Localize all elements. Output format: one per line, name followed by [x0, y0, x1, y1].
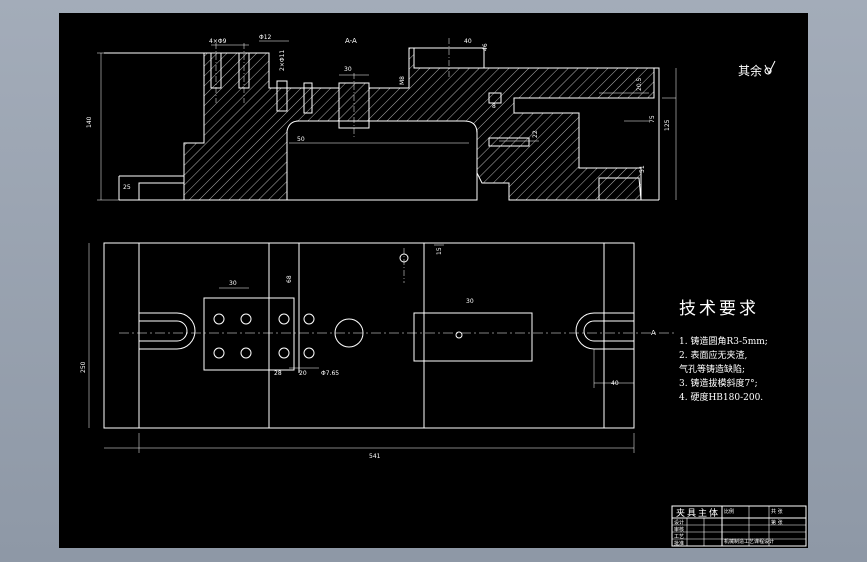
plan-section-mark: A: [651, 329, 656, 337]
plan-dim-overall-length: 541: [369, 453, 381, 460]
section-dim-mid-small: M8: [399, 76, 406, 85]
drawing-sheet: 140 125 75 20.5 51 25 30 50 Φ12 4×Φ9 2×Φ…: [59, 13, 808, 548]
section-dim-right-mid: 8: [492, 103, 496, 110]
section-dim-right-125: 125: [664, 119, 671, 131]
plan-dim-hole-spacing: 30: [229, 280, 237, 287]
section-bolt-hole-4: [303, 82, 313, 114]
section-dim-right-top: 46: [482, 43, 489, 51]
title-block: 夹具主体 设计 审核 工艺 批准 比例 共 张 第 张 机械制造工艺课程设计: [671, 505, 807, 547]
section-dim-right-22: 22: [532, 130, 539, 138]
section-dim-hole-top: 4×Φ9: [209, 38, 227, 45]
plan-hole-pattern: [213, 313, 315, 359]
section-dim-top-small: Φ12: [259, 34, 272, 41]
title-block-row-3: 工艺: [674, 534, 684, 540]
title-block-sheets: 共 张: [771, 508, 783, 515]
title-block-scale: 比例: [724, 508, 734, 515]
plan-view: 541 250 15 30 68 28 20 Φ7.65 A 40 30: [80, 242, 674, 460]
plan-dim-bottom-small: Φ7.65: [321, 370, 339, 377]
plan-dim-right: 40: [611, 380, 619, 387]
section-bolt-hole-3: [276, 80, 288, 112]
section-dim-top-mid: 30: [344, 66, 352, 73]
tech-req-item-1: 1. 铸造圆角R3-5mm;: [679, 335, 768, 347]
plan-dim-left-vert: 68: [286, 275, 293, 283]
plan-dim-center: 30: [466, 298, 474, 305]
section-inner-cavity: [286, 120, 478, 201]
tech-req-item-5: 4. 硬度HB180-200.: [679, 391, 763, 403]
title-block-name: 夹具主体: [676, 507, 720, 519]
drawing-canvas: 140 125 75 20.5 51 25 30 50 Φ12 4×Φ9 2×Φ…: [80, 34, 807, 547]
section-label: A-A: [345, 37, 357, 45]
plan-hole-block: [203, 297, 295, 371]
tech-requirements-title: 技术要求: [679, 299, 759, 319]
tech-req-item-3: 气孔等铸造缺陷;: [679, 363, 745, 375]
plan-outline: [103, 242, 635, 429]
title-block-row-2: 审核: [674, 526, 684, 533]
section-dim-mid-width: 50: [297, 136, 305, 143]
section-dim-right-75: 75: [649, 115, 656, 123]
plan-slide-block: [413, 312, 533, 362]
plan-dim-left-small: 28: [274, 370, 282, 377]
title-block-school: 机械制造工艺课程设计: [724, 538, 774, 545]
section-dim-left-height: 140: [86, 116, 93, 128]
title-block-sheet-no: 第 张: [771, 519, 783, 526]
plan-dim-left-height: 250: [80, 361, 87, 373]
plan-right-u-slot: [575, 312, 634, 350]
surface-roughness-note: 其余: [738, 63, 762, 78]
title-block-row-4: 批准: [674, 540, 684, 547]
section-dim-right-51: 51: [639, 165, 646, 173]
plan-dim-top-right: 15: [436, 247, 443, 255]
tech-req-item-4: 3. 铸造拔模斜度7°;: [679, 377, 758, 389]
title-block-row-1: 设计: [674, 519, 684, 526]
roughness-symbol-icon: [764, 60, 776, 75]
section-dim-bottom-left: 25: [123, 184, 131, 191]
section-dim-right-20: 20.5: [636, 77, 643, 91]
section-dim-hole-right: 2×Φ11: [279, 50, 286, 71]
tech-req-item-2: 2. 表面应无夹渣,: [679, 349, 747, 361]
tech-requirements: 技术要求 1. 铸造圆角R3-5mm; 2. 表面应无夹渣, 气孔等铸造缺陷; …: [679, 299, 768, 403]
section-dim-right-40: 40: [464, 38, 472, 45]
section-view: 140 125 75 20.5 51 25 30 50 Φ12 4×Φ9 2×Φ…: [86, 34, 677, 201]
plan-dim-left-small2: 20: [299, 370, 307, 377]
plan-left-u-slot: [139, 312, 196, 350]
